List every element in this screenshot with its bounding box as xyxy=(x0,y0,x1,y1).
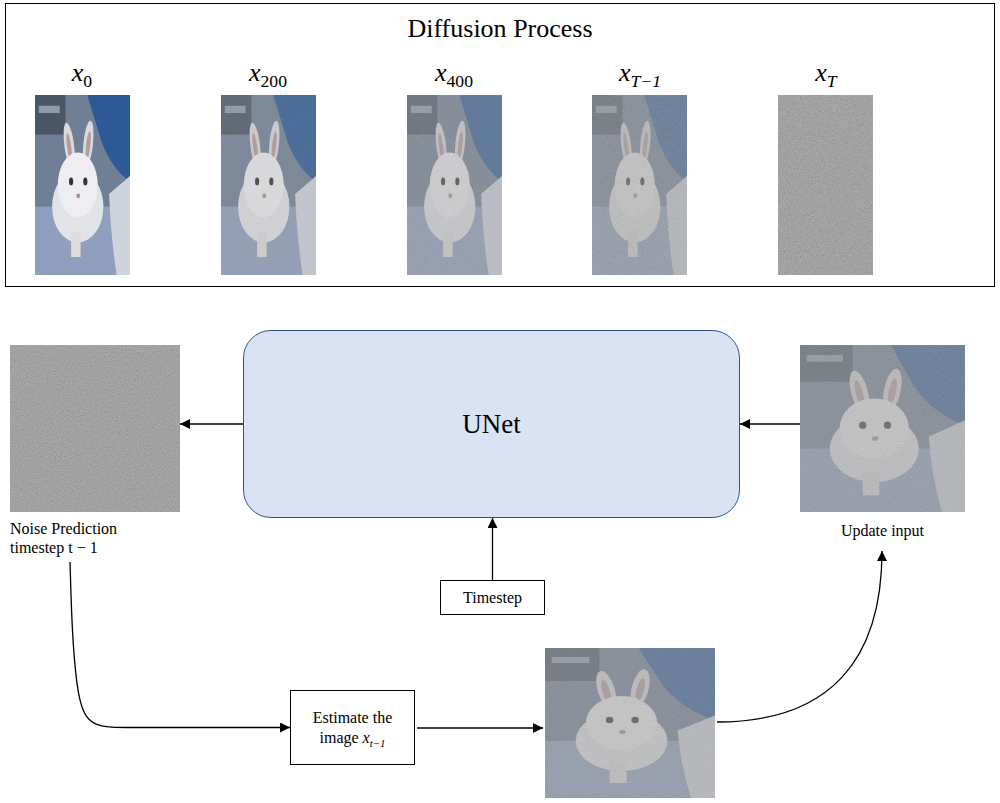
step-label: xT−1 xyxy=(619,58,661,88)
flow-arrow xyxy=(180,423,243,424)
node-text: Estimate the image xt−1 xyxy=(299,708,406,746)
node-text: Diffusion Process xyxy=(407,14,592,44)
node-text: Timestep xyxy=(463,588,522,607)
node-text: UNet xyxy=(462,409,520,440)
step-label: x200 xyxy=(249,58,287,88)
photo-x0 xyxy=(35,95,130,275)
photo-x200 xyxy=(221,95,316,275)
node-text: Update input xyxy=(841,522,924,540)
image-node: Noise Prediction timestep t − 1 xyxy=(10,345,180,557)
process-box: Timestep xyxy=(440,580,545,615)
process-box: Estimate the image xt−1 xyxy=(290,690,415,765)
photo-x400 xyxy=(407,95,502,275)
noise-prediction-image xyxy=(10,345,180,512)
flow-arrow xyxy=(717,551,882,722)
step-label: x0 xyxy=(72,58,92,88)
flow-arrow xyxy=(740,423,800,424)
flow-arrow xyxy=(70,562,290,728)
flow-arrow xyxy=(417,727,543,728)
input-image xyxy=(800,345,965,512)
unet-box: UNet xyxy=(243,330,740,518)
step-label: x400 xyxy=(435,58,473,88)
flow-arrow xyxy=(492,518,493,580)
estimate-image xyxy=(545,648,715,798)
node-text: Noise Prediction timestep t − 1 xyxy=(10,520,160,557)
panel-frame: Diffusion Process xyxy=(5,3,995,287)
image-node: Update input xyxy=(800,345,965,540)
photo-xt-1 xyxy=(592,95,687,275)
noise-xt xyxy=(778,95,873,275)
step-label: xT xyxy=(815,58,836,88)
